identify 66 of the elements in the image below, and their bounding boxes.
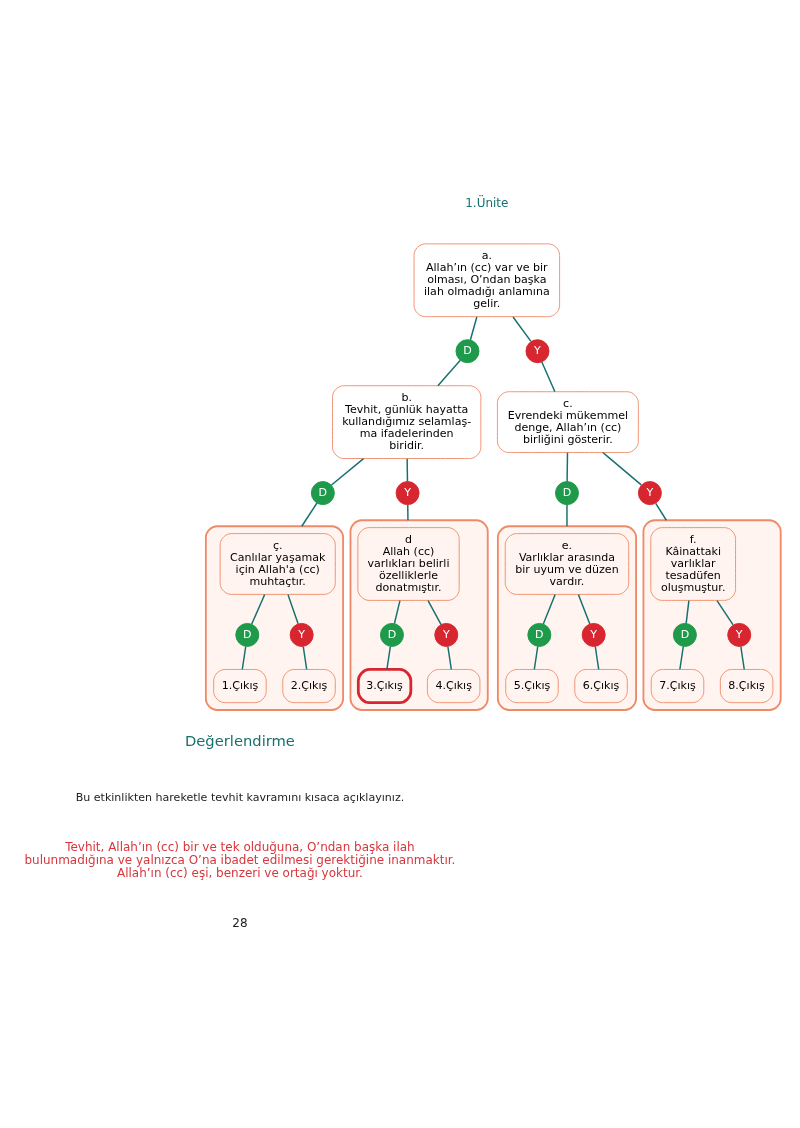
- node-box: 5.Çıkış: [505, 669, 559, 704]
- connector: [541, 361, 556, 393]
- node-box: b. Tevhit, günlük hayatta kullandığımız selamlaş- ma ifadelerinden biridir.: [332, 385, 482, 459]
- node-box: 4.Çıkış: [426, 669, 481, 704]
- node-circle: Y: [727, 622, 752, 647]
- node-circle: D: [555, 481, 579, 506]
- label: Bu etkinlikten hareketle tevhit kavramını kısaca açıklayınız.: [75, 791, 405, 805]
- connector: [427, 599, 442, 626]
- label: 1.Ünite: [465, 196, 509, 211]
- node-box: 3.Çıkış: [356, 668, 413, 704]
- connector: [287, 593, 299, 625]
- connector: [512, 316, 532, 343]
- node-box: d Allah (cc) varlıkları belirli özelliklerle donatmıştır.: [357, 527, 460, 601]
- connector: [602, 451, 642, 486]
- node-circle: Y: [525, 339, 550, 364]
- node-box: 8.Çıkış: [719, 669, 774, 704]
- cluster: [642, 519, 782, 711]
- node-circle: D: [455, 339, 480, 364]
- node-box: f. Kâinattaki varlıklar tesadüfen oluşmuştur.: [650, 527, 736, 601]
- node-box: a. Allah’ın (cc) var ve bir olması, O’ndan başka ilah olmadığı anlamına gelir.: [413, 243, 561, 318]
- connector: [469, 316, 478, 341]
- label: Tevhit, Allah’ın (cc) bir ve tek olduğuna, O’ndan başka ilah bulunmadığına ve yalnızca O’na ibadet edilmesi gerektiğine inanmaktır. Allah’ın (cc) eşi, benzeri ve ortağı yoktur.: [24, 840, 456, 881]
- connector: [542, 593, 556, 625]
- node-circle: Y: [637, 481, 662, 506]
- node-circle: D: [310, 481, 335, 506]
- connector: [685, 599, 690, 625]
- node-circle: D: [379, 622, 404, 647]
- node-box: ç. Canlılar yaşamak için Allah'a (cc) muhtaçtır.: [219, 533, 336, 595]
- connector: [566, 504, 568, 527]
- connector: [566, 452, 569, 483]
- connector: [301, 502, 318, 527]
- connector: [655, 502, 668, 521]
- connector: [447, 645, 453, 671]
- connector: [577, 593, 591, 625]
- connector: [740, 645, 745, 671]
- cluster: [204, 525, 345, 711]
- node-circle: Y: [581, 622, 606, 647]
- connector: [533, 645, 539, 671]
- node-box: e. Varlıklar arasında bir uyum ve düzen vardır.: [504, 533, 630, 595]
- connector: [302, 645, 308, 671]
- node-circle: D: [672, 622, 697, 647]
- connector: [241, 645, 247, 671]
- connector: [393, 599, 401, 625]
- node-box: 7.Çıkış: [650, 669, 705, 704]
- node-circle: Y: [434, 622, 459, 647]
- cluster: [349, 519, 489, 711]
- label: Değerlendirme: [184, 731, 295, 749]
- node-circle: Y: [289, 622, 314, 647]
- connector: [330, 457, 365, 486]
- node-circle: D: [527, 622, 552, 647]
- connector: [437, 359, 461, 387]
- node-box: c. Evrendeki mükemmel denge, Allah’ın (cc) birliğini gösterir.: [496, 391, 639, 453]
- connector: [594, 645, 600, 671]
- cluster: [496, 525, 637, 711]
- connector: [406, 458, 409, 483]
- node-box: 6.Çıkış: [574, 669, 628, 704]
- connector: [386, 645, 392, 671]
- connector: [679, 645, 684, 671]
- node-box: 1.Çıkış: [213, 669, 267, 704]
- label: 28: [232, 915, 248, 930]
- node-circle: D: [235, 622, 260, 647]
- node-circle: Y: [395, 481, 420, 506]
- connector: [716, 599, 734, 626]
- connector: [250, 593, 266, 625]
- node-box: 2.Çıkış: [282, 669, 336, 704]
- connector: [407, 504, 409, 521]
